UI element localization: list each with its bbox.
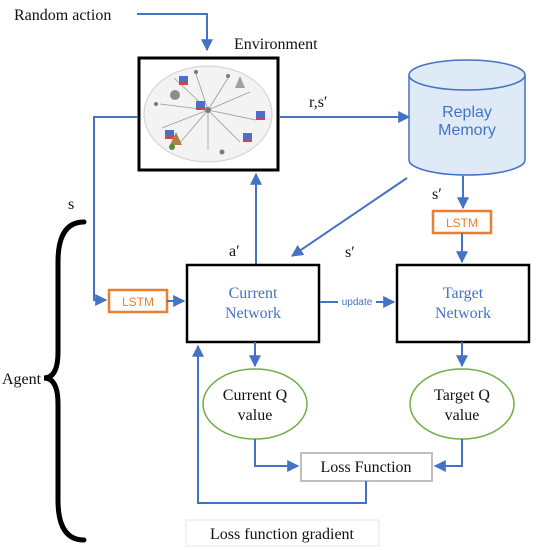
replay-output-state-label: s′	[432, 186, 442, 203]
current-q-to-loss-arrow	[254, 439, 300, 472]
current-q-value-ellipse	[202, 368, 308, 440]
target-q-line2: value	[445, 407, 480, 424]
replay-to-current-network-arrow	[291, 177, 408, 257]
current-network-line2: Network	[225, 305, 281, 322]
replay-memory-line1: Replay	[442, 104, 492, 121]
update-label: update	[342, 297, 373, 308]
target-network-box	[395, 263, 531, 344]
lstm-label-target: LSTM	[446, 216, 478, 230]
current-q-line1: Current Q	[223, 387, 288, 404]
loss-function-label: Loss Function	[320, 459, 411, 476]
random-action-arrow	[137, 13, 213, 52]
env-state-to-lstm-arrow	[93, 116, 138, 306]
loss-gradient-arrow	[192, 344, 367, 504]
agent-brace	[43, 219, 87, 543]
loss-function-box	[300, 452, 433, 482]
loss-gradient-label-box	[185, 519, 380, 547]
loss-gradient-label: Loss function gradient	[210, 526, 355, 543]
environment-label: Environment	[234, 36, 318, 53]
target-q-value-ellipse	[409, 368, 515, 440]
network-topology-illustration	[154, 70, 265, 155]
random-action-label: Random action	[14, 7, 111, 24]
state-label: s	[68, 196, 74, 213]
agent-label: Agent	[2, 371, 42, 388]
replay-memory-line2: Memory	[438, 122, 496, 139]
current-network-box	[185, 263, 321, 344]
target-network-line2: Network	[435, 305, 491, 322]
current-q-line2: value	[238, 407, 273, 424]
reward-state-label: r,s′	[309, 94, 327, 111]
sampled-state-label: s′	[345, 244, 355, 261]
action-label: a′	[229, 243, 240, 260]
current-network-line1: Current	[229, 285, 278, 302]
target-q-line1: Target Q	[434, 387, 490, 404]
target-q-to-loss-arrow	[433, 439, 463, 472]
environment-box	[137, 56, 280, 172]
target-network-line1: Target	[443, 285, 484, 302]
replay-memory-cylinder	[408, 59, 526, 176]
lstm-label-current: LSTM	[122, 295, 154, 309]
